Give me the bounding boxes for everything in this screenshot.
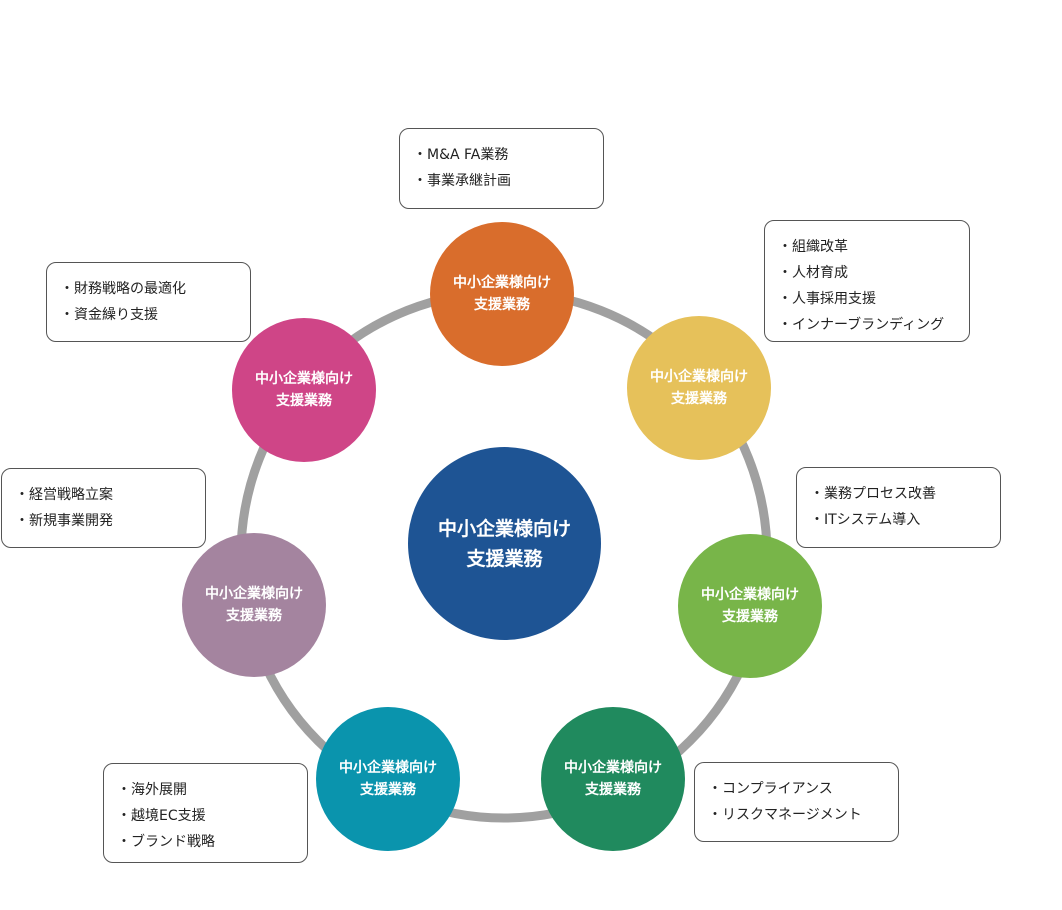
node-lower-right: 中小企業様向け 支援業務 bbox=[541, 707, 685, 851]
node-lower-left-line2: 支援業務 bbox=[360, 782, 416, 798]
note-item: 経営戦略立案 bbox=[15, 482, 195, 508]
node-upper-right-line1: 中小企業様向け bbox=[650, 369, 748, 385]
note-left: 経営戦略立案 新規事業開発 bbox=[1, 468, 206, 548]
note-item: 新規事業開発 bbox=[15, 508, 195, 534]
note-item: 海外展開 bbox=[117, 777, 297, 803]
note-item: 資金繰り支援 bbox=[60, 302, 240, 328]
node-left: 中小企業様向け 支援業務 bbox=[182, 533, 326, 677]
note-right: 業務プロセス改善 ITシステム導入 bbox=[796, 467, 1001, 548]
node-upper-right-line2: 支援業務 bbox=[671, 391, 727, 407]
note-item: リスクマネージメント bbox=[708, 802, 888, 828]
note-item: 財務戦略の最適化 bbox=[60, 276, 240, 302]
center-node: 中小企業様向け 支援業務 bbox=[408, 447, 601, 640]
note-item: ITシステム導入 bbox=[810, 507, 990, 533]
note-item: M&A FA業務 bbox=[413, 142, 593, 168]
node-upper-left: 中小企業様向け 支援業務 bbox=[232, 318, 376, 462]
note-item: コンプライアンス bbox=[708, 776, 888, 802]
note-item: 人事採用支援 bbox=[778, 286, 959, 312]
node-upper-left-line1: 中小企業様向け bbox=[255, 371, 353, 387]
note-top: M&A FA業務 事業承継計画 bbox=[399, 128, 604, 209]
note-item: 事業承継計画 bbox=[413, 168, 593, 194]
node-right-line2: 支援業務 bbox=[722, 609, 778, 625]
note-item: インナーブランディング bbox=[778, 312, 959, 338]
node-right: 中小企業様向け 支援業務 bbox=[678, 534, 822, 678]
note-item: ブランド戦略 bbox=[117, 829, 297, 855]
note-upper-right: 組織改革 人材育成 人事採用支援 インナーブランディング bbox=[764, 220, 970, 342]
note-lower-left: 海外展開 越境EC支援 ブランド戦略 bbox=[103, 763, 308, 863]
center-node-line1: 中小企業様向け bbox=[437, 517, 571, 540]
node-right-line1: 中小企業様向け bbox=[701, 587, 799, 603]
note-item: 業務プロセス改善 bbox=[810, 481, 990, 507]
node-left-line2: 支援業務 bbox=[226, 608, 282, 624]
node-upper-right: 中小企業様向け 支援業務 bbox=[627, 316, 771, 460]
node-upper-left-line2: 支援業務 bbox=[276, 393, 332, 409]
note-item: 組織改革 bbox=[778, 234, 959, 260]
node-lower-left: 中小企業様向け 支援業務 bbox=[316, 707, 460, 851]
note-upper-left: 財務戦略の最適化 資金繰り支援 bbox=[46, 262, 251, 342]
note-lower-right: コンプライアンス リスクマネージメント bbox=[694, 762, 899, 842]
node-left-line1: 中小企業様向け bbox=[205, 586, 303, 602]
node-top-line1: 中小企業様向け bbox=[453, 275, 551, 291]
center-node-line2: 支援業務 bbox=[466, 547, 543, 570]
note-item: 越境EC支援 bbox=[117, 803, 297, 829]
node-top: 中小企業様向け 支援業務 bbox=[430, 222, 574, 366]
node-lower-right-line2: 支援業務 bbox=[585, 782, 641, 798]
node-lower-left-line1: 中小企業様向け bbox=[339, 760, 437, 776]
node-top-line2: 支援業務 bbox=[474, 297, 530, 313]
node-lower-right-line1: 中小企業様向け bbox=[564, 760, 662, 776]
note-item: 人材育成 bbox=[778, 260, 959, 286]
